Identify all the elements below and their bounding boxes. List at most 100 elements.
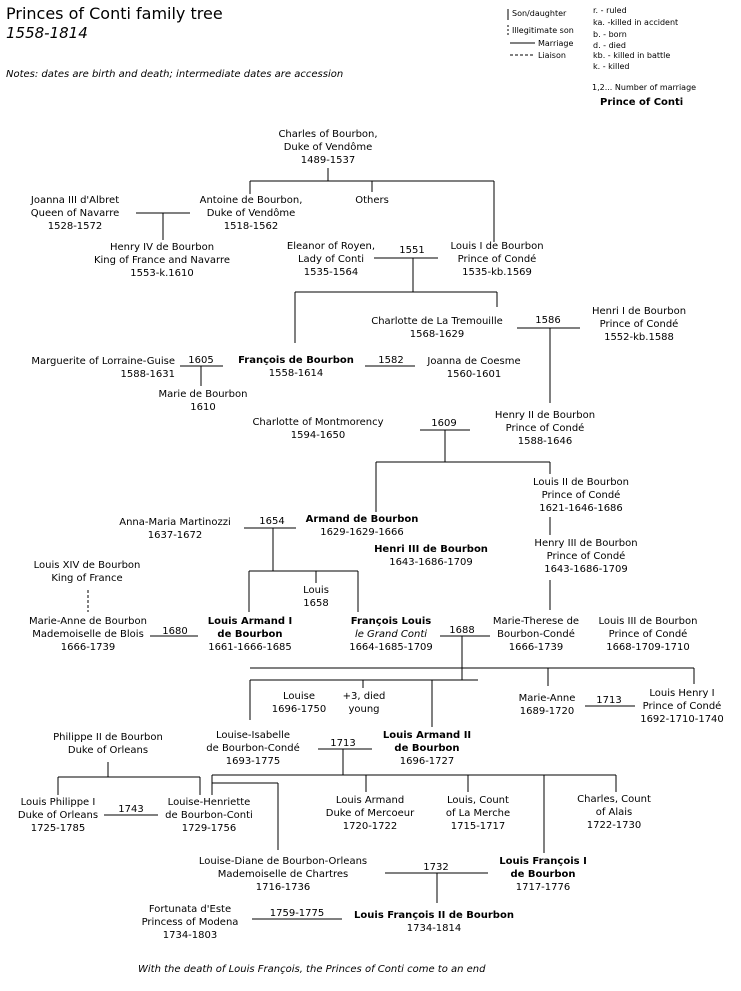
person-line: de Bourbon [510,869,576,880]
person-line: Henri III de Bourbon [374,544,488,555]
person-line: Bourbon-Condé [497,629,575,640]
person-line: 1560-1601 [446,369,502,380]
person-line: 1621-1646-1686 [539,503,623,514]
legend-prince-of-conti: Prince of Conti [600,97,684,108]
person-line: Others [355,195,389,206]
person-line: 1722-1730 [586,820,642,831]
person-line: Louis Armand I [207,616,293,627]
person-line: King of France and Navarre [93,255,231,266]
person-line: +3, died [342,691,386,702]
person-line: Louis XIV de Bourbon [33,560,141,571]
person-line: Louis François II de Bourbon [354,910,514,921]
person-line: 1568-1629 [409,329,465,340]
marriage-label-m-1680: 1680 [162,626,188,637]
notes-text: Notes: dates are birth and death; interm… [6,69,344,80]
person-line: de Bourbon-Condé [206,743,300,754]
person-line: Duke of Orleans [67,745,149,756]
person-line: young [348,704,380,715]
person-line: Antoine de Bourbon, [199,195,303,206]
person-line: 1588-1631 [120,369,175,380]
person-charlotte-de-la-tremouille: Charlotte de La Tremouille 1568-1629 [371,315,503,341]
person-line: 1689-1720 [519,706,575,717]
marriage-label-m-1688: 1688 [449,625,475,636]
person-line: Louis François I [499,856,587,867]
legend-marriage-number: 1,2... Number of marriage [592,83,697,92]
person-line: Charles of Bourbon, [278,129,378,140]
marriage-label-m-1551: 1551 [399,245,425,256]
legend-illegitimate: Illegitimate son [512,26,574,35]
person-louis-francois-ii: Louis François II de Bourbon 1734-1814 [354,909,514,935]
legend-marriage: Marriage [538,39,574,48]
person-anna-maria-martinozzi: Anna-Maria Martinozzi 1637-1672 [119,516,231,542]
person-line: 1693-1775 [225,756,281,767]
person-line: 1715-1717 [450,821,506,832]
person-line: Joanna III d'Albret [30,195,120,206]
person-line: 1610 [190,402,216,413]
person-line: Charlotte de La Tremouille [371,316,503,327]
marriage-label-m-1743: 1743 [118,804,144,815]
person-line: Marie-Anne [518,693,576,704]
person-line: 1629-1629-1666 [320,527,404,538]
person-line: Fortunata d'Este [148,904,232,915]
person-line: 1692-1710-1740 [640,714,724,725]
legend-abbrev-2: b. - born [593,30,627,39]
person-line: 1658 [303,598,329,609]
person-line: 1734-1814 [406,923,462,934]
person-line: Louis Armand [335,795,405,806]
legend-abbrev-1: ka. -killed in accident [593,18,679,27]
person-line: 1558-1614 [268,368,324,379]
person-joanna-de-coesme: Joanna de Coesme 1560-1601 [427,355,520,381]
person-line: Duke of Vendôme [283,142,373,153]
person-line: Louis III de Bourbon [598,616,698,627]
marriage-label-m-1713b: 1713 [330,738,356,749]
page-subtitle: 1558-1814 [6,24,88,42]
legend-son-daughter: Son/daughter [512,9,567,18]
person-line: Prince of Condé [546,551,626,562]
person-line: Louise-Henriette [167,797,251,808]
person-line: 1717-1776 [515,882,571,893]
person-line: of Alais [595,807,633,818]
person-line: Armand de Bourbon [305,514,419,525]
person-line: de Bourbon [394,743,460,754]
person-line: François de Bourbon [238,355,354,366]
marriage-label-m-1759: 1759-1775 [269,908,325,919]
person-others: Others [355,194,389,207]
person-line: le Grand Conti [354,629,428,640]
person-line: King of France [51,573,123,584]
person-line: Joanna de Coesme [427,356,521,367]
legend-abbrev-0: r. - ruled [593,6,627,15]
person-line: Louise-Diane de Bourbon-Orleans [198,856,368,867]
person-line: 1637-1672 [147,530,203,541]
person-line: Prince of Condé [505,423,585,434]
person-line: 1643-1686-1709 [544,564,628,575]
person-line: Philippe II de Bourbon [53,732,163,743]
person-line: 1725-1785 [30,823,86,834]
person-line: Marie-Therese de [492,616,580,627]
person-line: Prince of Condé [541,490,621,501]
person-line: Louis II de Bourbon [532,477,630,488]
person-line: Anna-Maria Martinozzi [119,517,231,528]
person-line: of La Merche [445,808,511,819]
